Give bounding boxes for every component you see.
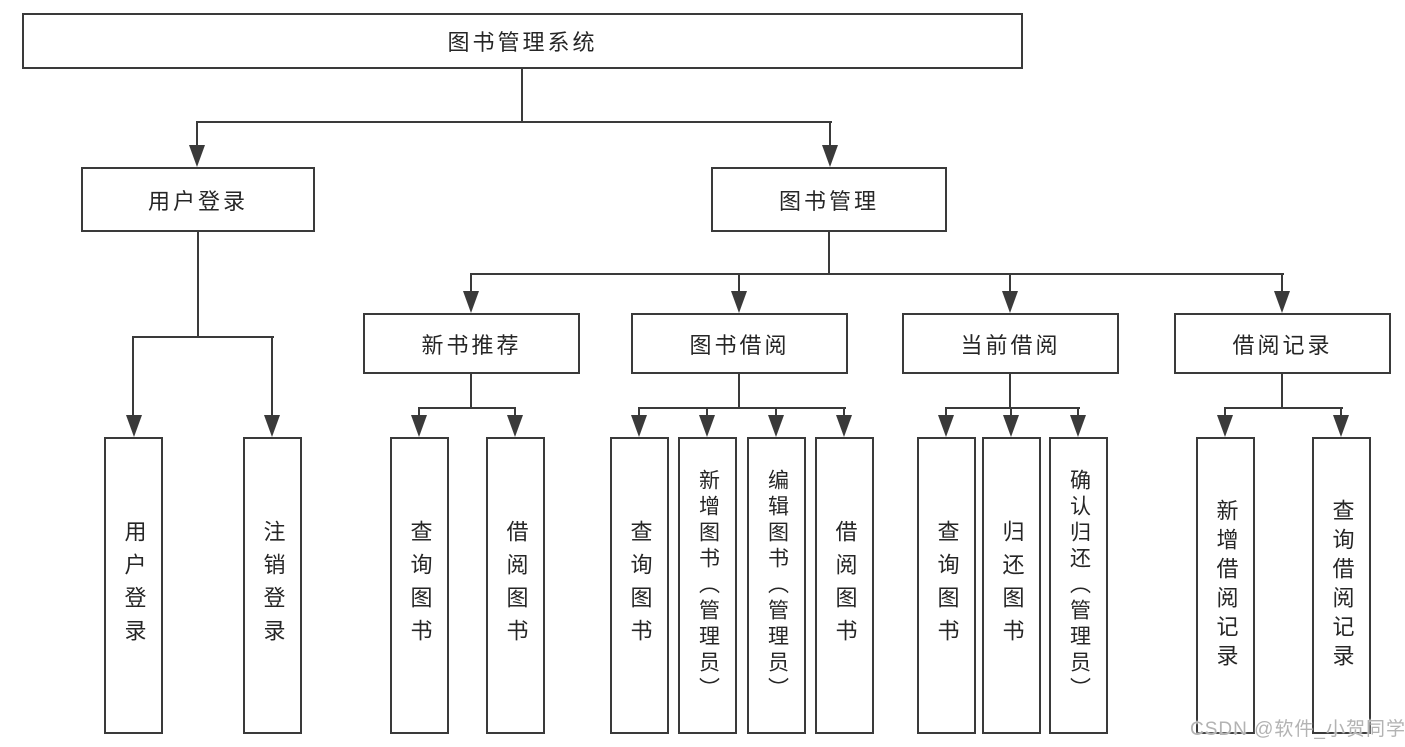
leaf-confirm-return-admin: 确认归还（管理员） <box>1049 437 1108 734</box>
arrowhead-down-icon <box>822 145 838 167</box>
connector-line <box>638 407 640 417</box>
connector-line <box>521 69 523 121</box>
connector-line <box>738 273 740 293</box>
connector-line <box>196 121 832 123</box>
node-borrowing-records: 借阅记录 <box>1174 313 1391 374</box>
node-current-borrowing: 当前借阅 <box>902 313 1119 374</box>
leaf-query-books-current: 查询图书 <box>917 437 976 734</box>
node-book-management: 图书管理 <box>711 167 947 232</box>
node-library-system: 图书管理系统 <box>22 13 1023 69</box>
arrowhead-down-icon <box>507 415 523 437</box>
leaf-logout: 注销登录 <box>243 437 302 734</box>
connector-line <box>1340 407 1342 417</box>
connector-line <box>132 336 274 338</box>
connector-line <box>1281 374 1283 407</box>
leaf-add-borrow-record: 新增借阅记录 <box>1196 437 1255 734</box>
connector-line <box>1009 273 1011 293</box>
arrowhead-down-icon <box>1003 415 1019 437</box>
arrowhead-down-icon <box>1217 415 1233 437</box>
connector-line <box>1224 407 1343 409</box>
arrowhead-down-icon <box>411 415 427 437</box>
arrowhead-down-icon <box>264 415 280 437</box>
connector-line <box>638 407 846 409</box>
arrowhead-down-icon <box>1002 291 1018 313</box>
connector-line <box>418 407 516 409</box>
arrowhead-down-icon <box>699 415 715 437</box>
leaf-borrow-books-borrowing: 借阅图书 <box>815 437 874 734</box>
arrowhead-down-icon <box>731 291 747 313</box>
connector-line <box>271 336 273 417</box>
connector-line <box>945 407 947 417</box>
connector-line <box>1224 407 1226 417</box>
leaf-return-book: 归还图书 <box>982 437 1041 734</box>
connector-line <box>843 407 845 417</box>
node-user-login: 用户登录 <box>81 167 315 232</box>
connector-line <box>738 374 740 407</box>
connector-line <box>196 121 198 147</box>
connector-line <box>1009 374 1011 407</box>
connector-line <box>829 121 831 147</box>
connector-line <box>1281 273 1283 293</box>
connector-line <box>470 374 472 407</box>
connector-line <box>945 407 1080 409</box>
arrowhead-down-icon <box>768 415 784 437</box>
connector-line <box>828 232 830 273</box>
connector-line <box>197 232 199 336</box>
arrowhead-down-icon <box>631 415 647 437</box>
leaf-query-books-recommend: 查询图书 <box>390 437 449 734</box>
arrowhead-down-icon <box>1274 291 1290 313</box>
node-book-borrowing: 图书借阅 <box>631 313 848 374</box>
node-new-book-recommend: 新书推荐 <box>363 313 580 374</box>
leaf-user-login: 用户登录 <box>104 437 163 734</box>
arrowhead-down-icon <box>126 415 142 437</box>
connector-line <box>706 407 708 417</box>
connector-line <box>418 407 420 417</box>
arrowhead-down-icon <box>938 415 954 437</box>
arrowhead-down-icon <box>1333 415 1349 437</box>
csdn-watermark: CSDN @软件_小贺同学 <box>1190 719 1405 740</box>
arrowhead-down-icon <box>1070 415 1086 437</box>
connector-line <box>132 336 134 417</box>
leaf-edit-book-admin: 编辑图书（管理员） <box>747 437 806 734</box>
leaf-query-borrow-record: 查询借阅记录 <box>1312 437 1371 734</box>
arrowhead-down-icon <box>189 145 205 167</box>
arrowhead-down-icon <box>836 415 852 437</box>
connector-line <box>470 273 1284 275</box>
leaf-borrow-books-recommend: 借阅图书 <box>486 437 545 734</box>
leaf-query-books-borrowing: 查询图书 <box>610 437 669 734</box>
connector-line <box>775 407 777 417</box>
connector-line <box>1010 407 1012 417</box>
arrowhead-down-icon <box>463 291 479 313</box>
connector-line <box>1077 407 1079 417</box>
connector-line <box>514 407 516 417</box>
leaf-add-book-admin: 新增图书（管理员） <box>678 437 737 734</box>
connector-line <box>470 273 472 293</box>
